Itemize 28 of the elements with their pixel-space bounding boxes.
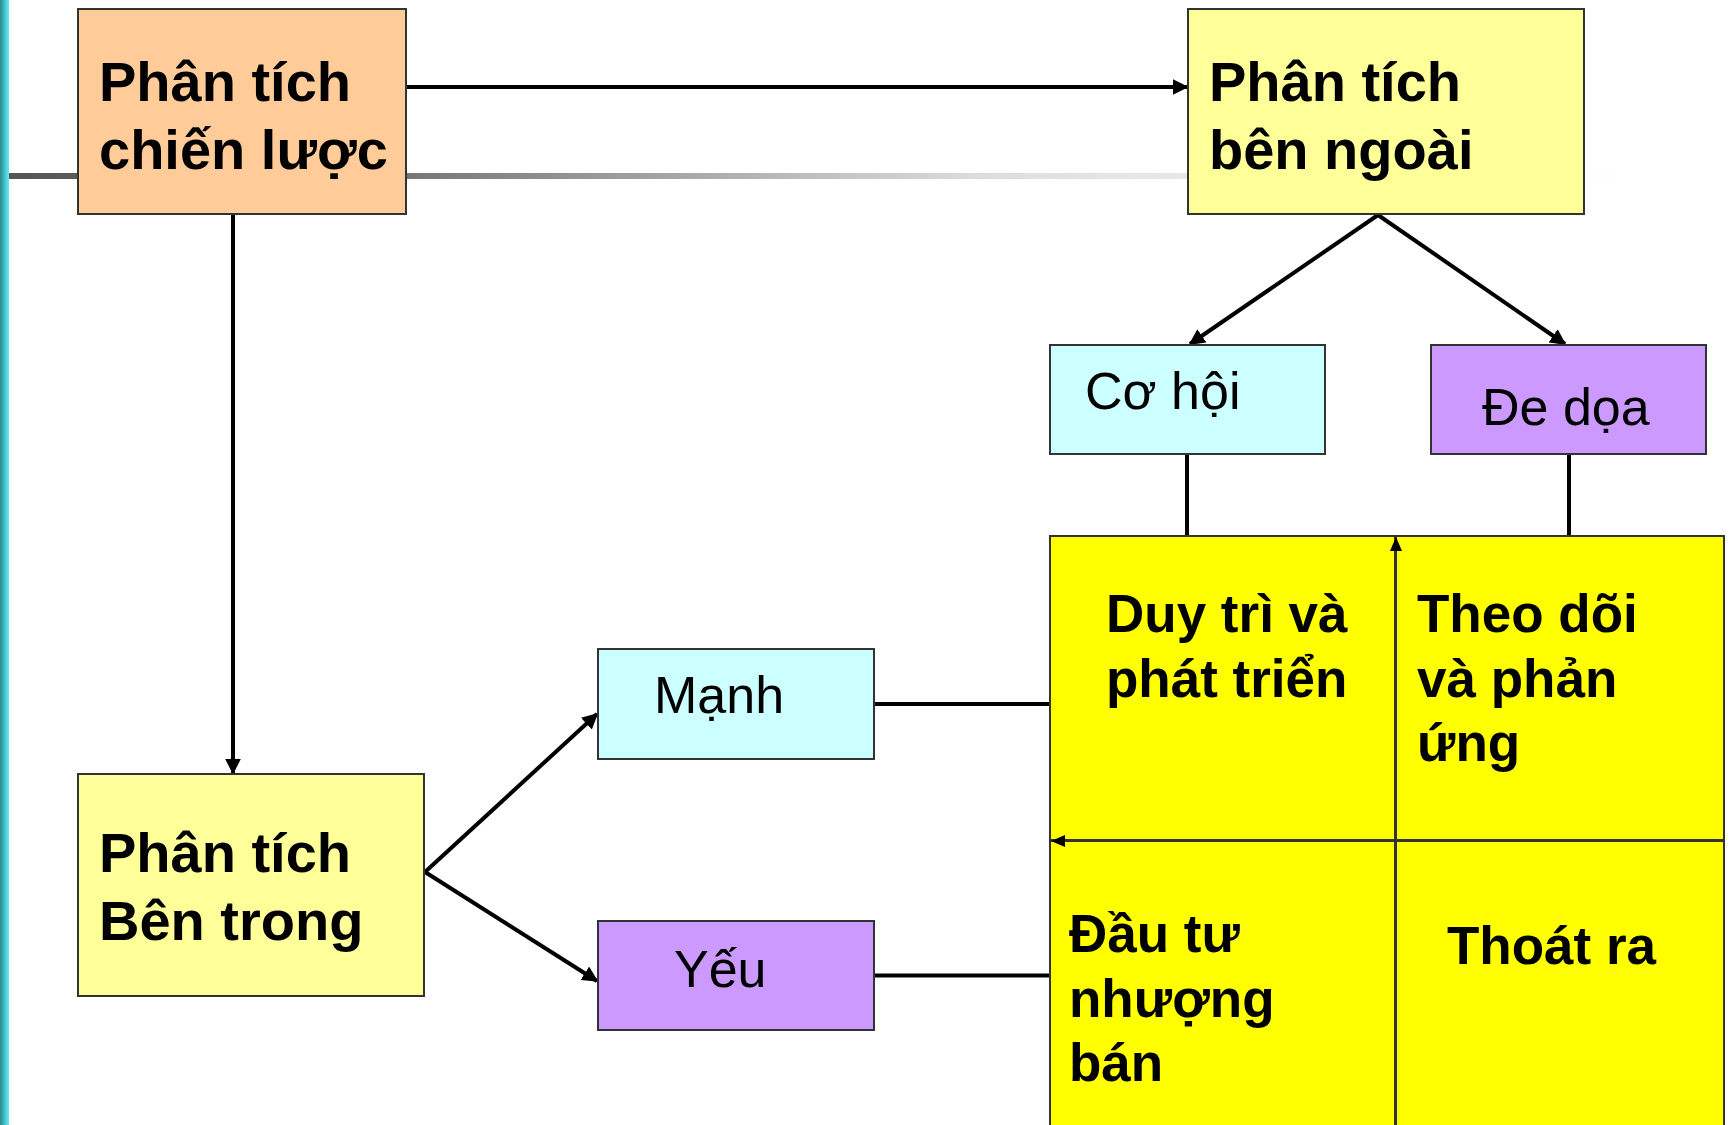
arrow [407, 79, 1189, 95]
process-box [597, 920, 875, 1031]
box-label: Duy trì và phát triển [1106, 583, 1349, 710]
box-label: Phân tích bên ngoài [1209, 49, 1475, 184]
process-box [1430, 344, 1707, 455]
matrix-quadrant [1395, 840, 1725, 1125]
box-label: Thoát ra [1447, 915, 1658, 977]
arrow [1188, 213, 1380, 346]
matrix-quadrant [1049, 840, 1396, 1125]
arrow [423, 870, 599, 983]
process-box [77, 773, 425, 997]
box-label: Đe dọa [1482, 377, 1651, 438]
box-label: Yếu [674, 939, 768, 1000]
process-box [1187, 8, 1585, 215]
box-label: Đầu tư nhượng bán [1069, 903, 1276, 1095]
box-label: Theo dõi và phản ứng [1417, 583, 1639, 775]
arrow [423, 712, 599, 874]
box-label: Mạnh [654, 665, 786, 726]
process-box [77, 8, 407, 215]
process-box [597, 648, 875, 760]
box-label: Phân tích chiến lược [99, 49, 389, 184]
process-box [1049, 344, 1326, 455]
arrow [1376, 213, 1567, 346]
arrow [225, 215, 241, 775]
box-label: Phân tích Bên trong [99, 820, 365, 955]
matrix-quadrant [1395, 535, 1725, 841]
box-label: Cơ hội [1085, 361, 1242, 422]
matrix-quadrant [1049, 535, 1396, 841]
